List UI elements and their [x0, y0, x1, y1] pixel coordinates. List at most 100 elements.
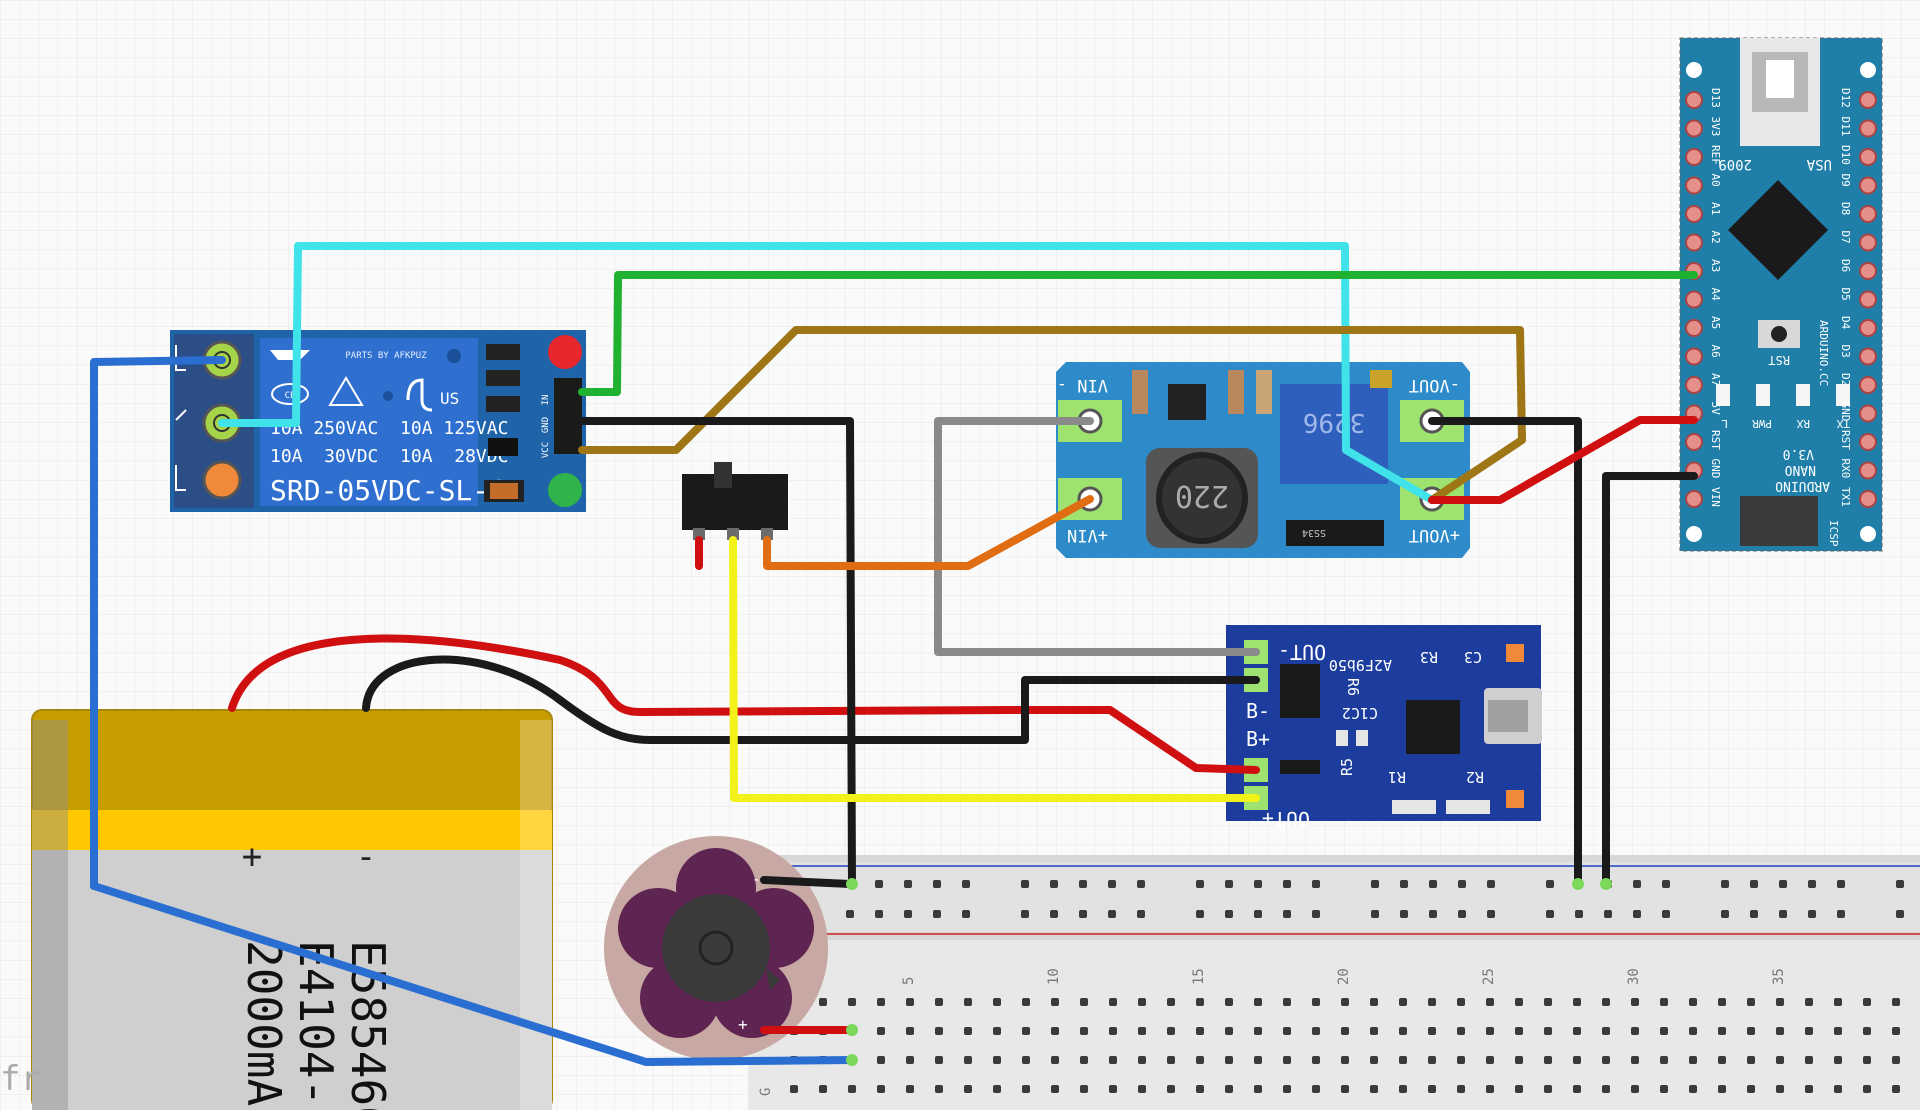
- terminal-hole[interactable]: [848, 1085, 856, 1093]
- terminal-hole[interactable]: [1022, 1056, 1030, 1064]
- terminal-hole[interactable]: [1370, 1085, 1378, 1093]
- rail-hole[interactable]: [933, 910, 941, 918]
- rail-hole[interactable]: [1487, 910, 1495, 918]
- charger-module[interactable]: OUT- B- B+ OUT+ A2F9b50 R3 C3 R6 C1C2 R1…: [1226, 625, 1542, 831]
- terminal-hole[interactable]: [877, 998, 885, 1006]
- terminal-hole[interactable]: [1747, 1027, 1755, 1035]
- terminal-hole[interactable]: [1196, 1085, 1204, 1093]
- rail-hole[interactable]: [904, 880, 912, 888]
- terminal-hole[interactable]: [1573, 998, 1581, 1006]
- terminal-hole[interactable]: [1660, 1027, 1668, 1035]
- terminal-hole[interactable]: [1138, 1027, 1146, 1035]
- nano-pin-d12[interactable]: [1859, 91, 1877, 109]
- terminal-hole[interactable]: [993, 1027, 1001, 1035]
- rail-hole[interactable]: [904, 910, 912, 918]
- terminal-hole[interactable]: [1428, 998, 1436, 1006]
- rail-hole[interactable]: [1837, 880, 1845, 888]
- rail-hole[interactable]: [1225, 910, 1233, 918]
- wire-battery-red[interactable]: [228, 634, 1260, 774]
- rail-hole[interactable]: [1604, 910, 1612, 918]
- terminal-hole[interactable]: [1341, 1027, 1349, 1035]
- rail-hole[interactable]: [1662, 910, 1670, 918]
- terminal-hole[interactable]: [1660, 1056, 1668, 1064]
- rail-hole[interactable]: [1487, 880, 1495, 888]
- terminal-hole[interactable]: [1515, 1027, 1523, 1035]
- terminal-hole[interactable]: [1225, 1085, 1233, 1093]
- terminal-hole[interactable]: [1544, 1085, 1552, 1093]
- terminal-hole[interactable]: [1718, 1056, 1726, 1064]
- nano-pin-ref[interactable]: [1685, 148, 1703, 166]
- terminal-hole[interactable]: [1515, 998, 1523, 1006]
- terminal-hole[interactable]: [1080, 1056, 1088, 1064]
- terminal-hole[interactable]: [1051, 1027, 1059, 1035]
- wire-yellow[interactable]: [729, 536, 1260, 802]
- rail-hole[interactable]: [1196, 880, 1204, 888]
- nano-pin-d7[interactable]: [1859, 233, 1877, 252]
- rail-hole[interactable]: [1400, 880, 1408, 888]
- terminal-hole[interactable]: [819, 998, 827, 1006]
- terminal-hole[interactable]: [1457, 1085, 1465, 1093]
- rail-hole[interactable]: [1079, 910, 1087, 918]
- rail-hole[interactable]: [1779, 910, 1787, 918]
- terminal-hole[interactable]: [1254, 1027, 1262, 1035]
- terminal-hole[interactable]: [993, 1085, 1001, 1093]
- rail-hole[interactable]: [962, 910, 970, 918]
- rail-hole[interactable]: [1254, 880, 1262, 888]
- terminal-hole[interactable]: [964, 998, 972, 1006]
- terminal-hole[interactable]: [1573, 1056, 1581, 1064]
- terminal-hole[interactable]: [1776, 1056, 1784, 1064]
- terminal-hole[interactable]: [906, 1027, 914, 1035]
- nano-pin-a2[interactable]: [1685, 233, 1703, 252]
- rail-hole[interactable]: [1283, 910, 1291, 918]
- rail-hole[interactable]: [1050, 880, 1058, 888]
- rail-hole[interactable]: [1108, 880, 1116, 888]
- terminal-hole[interactable]: [1805, 1056, 1813, 1064]
- terminal-hole[interactable]: [1544, 998, 1552, 1006]
- terminal-hole[interactable]: [1428, 1085, 1436, 1093]
- terminal-hole[interactable]: [1544, 1027, 1552, 1035]
- terminal-hole[interactable]: [1138, 998, 1146, 1006]
- terminal-hole[interactable]: [1457, 998, 1465, 1006]
- terminal-hole[interactable]: [1660, 998, 1668, 1006]
- wire-orange[interactable]: [763, 495, 1094, 570]
- terminal-hole[interactable]: [964, 1085, 972, 1093]
- lipo-battery[interactable]: + - E585460 E4104-L 2000mAh: [31, 709, 553, 1110]
- terminal-hole[interactable]: [1776, 1085, 1784, 1093]
- wire-brown[interactable]: [578, 326, 1526, 504]
- rail-hole[interactable]: [875, 880, 883, 888]
- terminal-hole[interactable]: [1196, 1027, 1204, 1035]
- terminal-hole[interactable]: [1863, 1085, 1871, 1093]
- rail-hole[interactable]: [1458, 880, 1466, 888]
- terminal-hole[interactable]: [1109, 1085, 1117, 1093]
- nano-pin-rx0[interactable]: [1859, 461, 1877, 480]
- buzzer[interactable]: - +: [604, 836, 828, 1060]
- terminal-hole[interactable]: [1225, 1056, 1233, 1064]
- rail-hole[interactable]: [962, 880, 970, 888]
- terminal-hole[interactable]: [1747, 998, 1755, 1006]
- terminal-hole[interactable]: [1370, 1027, 1378, 1035]
- wire-black-nano-gnd[interactable]: [1602, 472, 1698, 888]
- rail-hole[interactable]: [1808, 910, 1816, 918]
- terminal-hole[interactable]: [1834, 1027, 1842, 1035]
- rail-hole[interactable]: [1458, 910, 1466, 918]
- terminal-hole[interactable]: [1022, 1027, 1030, 1035]
- terminal-hole[interactable]: [1312, 998, 1320, 1006]
- terminal-hole[interactable]: [1718, 1085, 1726, 1093]
- terminal-hole[interactable]: [1254, 998, 1262, 1006]
- rail-hole[interactable]: [1225, 880, 1233, 888]
- nano-pin-d10[interactable]: [1859, 148, 1877, 166]
- rail-hole[interactable]: [1312, 880, 1320, 888]
- terminal-hole[interactable]: [1718, 998, 1726, 1006]
- terminal-hole[interactable]: [1254, 1085, 1262, 1093]
- nano-pin-rst[interactable]: [1685, 433, 1703, 451]
- nano-pin-d11[interactable]: [1859, 119, 1877, 138]
- rail-hole[interactable]: [1371, 880, 1379, 888]
- nano-pin-a4[interactable]: [1685, 290, 1703, 309]
- terminal-hole[interactable]: [1341, 1056, 1349, 1064]
- rail-hole[interactable]: [1837, 910, 1845, 918]
- terminal-hole[interactable]: [1631, 1056, 1639, 1064]
- terminal-hole[interactable]: [1312, 1056, 1320, 1064]
- terminal-hole[interactable]: [1399, 1085, 1407, 1093]
- terminal-hole[interactable]: [1689, 1056, 1697, 1064]
- rail-hole[interactable]: [1021, 910, 1029, 918]
